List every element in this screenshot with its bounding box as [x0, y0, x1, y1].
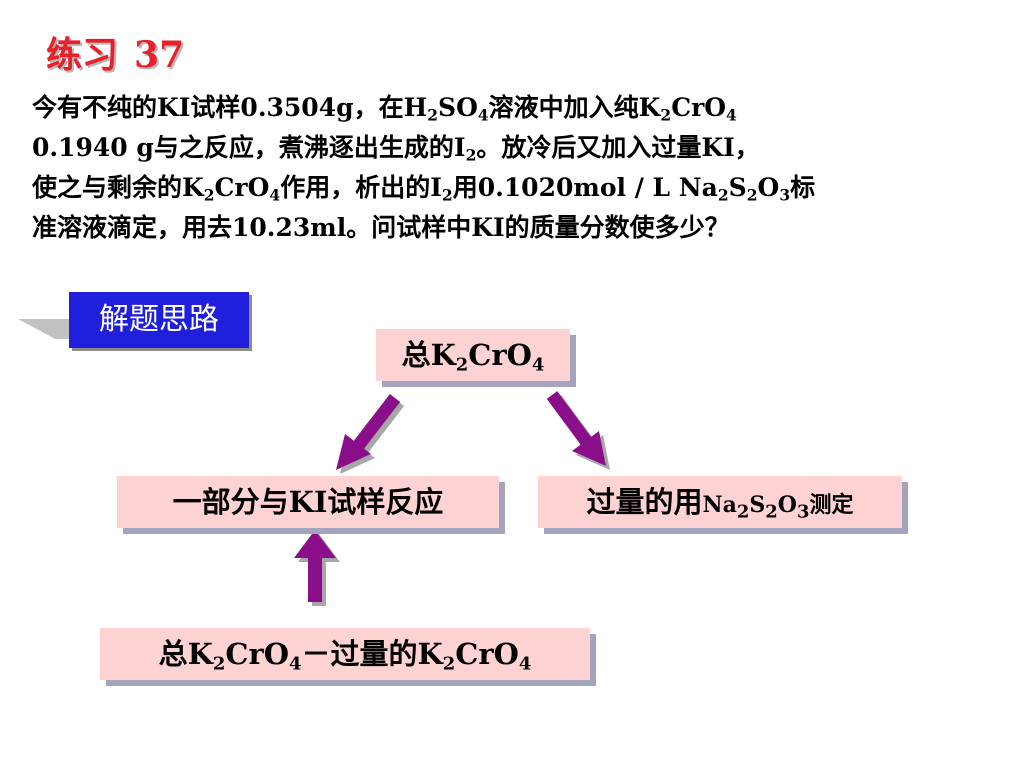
- problem-line-4: 准溶液滴定，用去10.23ml。问试样中KI的质量分数使多少？: [32, 213, 730, 242]
- arrow-bottom-to-left: [294, 530, 336, 602]
- exercise-title-label: 练习: [46, 34, 119, 76]
- problem-line-2: 0.1940 g与之反应，煮沸逐出生成的I2。放冷后又加入过量KI，: [32, 133, 760, 165]
- problem-statement: 今有不纯的KI试样0.3504g，在H2SO4溶液中加入纯K2CrO4 0.19…: [32, 88, 992, 248]
- node-react-with-ki: 一部分与KI试样反应: [117, 476, 499, 528]
- arrow-top-to-right: [546, 391, 606, 466]
- exercise-number: 37: [134, 34, 185, 76]
- solution-hint: 解题思路: [18, 292, 258, 352]
- problem-line-1: 今有不纯的KI试样0.3504g，在H2SO4溶液中加入纯K2CrO4: [32, 93, 737, 125]
- node-total-k2cro4: 总K2CrO4: [376, 329, 570, 381]
- solution-hint-label: 解题思路: [69, 292, 249, 348]
- exercise-title: 练习 37: [46, 26, 184, 78]
- arrow-top-to-left: [336, 394, 401, 470]
- node-excess-titration: 过量的用Na2S2O3测定: [538, 476, 902, 528]
- node-total-minus-excess: 总K2CrO4－过量的K2CrO4: [100, 628, 590, 680]
- problem-line-3: 使之与剩余的K2CrO4作用，析出的I2用0.1020mol / L Na2S2…: [32, 173, 816, 205]
